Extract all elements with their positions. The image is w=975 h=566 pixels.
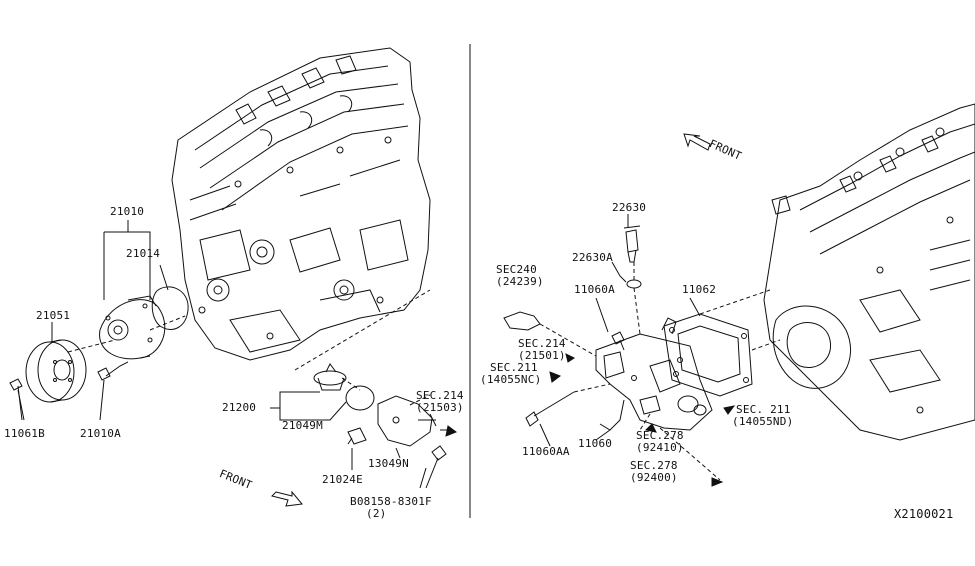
label-21024E: 21024E [322, 473, 363, 486]
label-21051: 21051 [36, 309, 71, 322]
gasket-21014 [151, 286, 189, 330]
label-sec214-left[interactable]: SEC.214 [416, 389, 464, 402]
label-sec211-right-ref: (14055ND) [732, 415, 794, 428]
gasket-21049M [345, 385, 375, 411]
thermostat-21200 [313, 363, 347, 391]
label-sec278-b[interactable]: SEC.278 [630, 459, 678, 472]
leader-11060A [595, 297, 609, 333]
left-engine-block [171, 47, 431, 361]
leader-13049N [395, 447, 401, 459]
leader-11060 [595, 429, 611, 441]
leader-11061B [17, 389, 25, 421]
label-21049M: 21049M [282, 419, 323, 432]
leader-11060AA [539, 423, 551, 447]
label-21010A: 21010A [80, 427, 121, 440]
label-21014: 21014 [126, 247, 161, 260]
label-sec278-a[interactable]: SEC.278 [636, 429, 684, 442]
bolt-21010A [97, 361, 129, 381]
label-sec211-right[interactable]: SEC. 211 [736, 403, 791, 416]
right-arrows [549, 353, 736, 487]
label-11060AA: 11060AA [522, 445, 570, 458]
label-bolt-08158: B08158-8301F [350, 495, 432, 508]
label-11062: 11062 [682, 283, 717, 296]
label-22630: 22630 [612, 201, 647, 214]
leader-21014 [159, 264, 169, 291]
front-arrow-left [271, 490, 303, 507]
sensor-22630 [623, 225, 641, 263]
bolt-08158 [425, 445, 447, 489]
front-arrow-right [683, 133, 711, 151]
left-leader-lines [67, 289, 431, 406]
leader-11062 [689, 297, 701, 317]
label-21010: 21010 [110, 205, 145, 218]
water-outlet-assembly [595, 317, 713, 431]
right-engine-block [763, 103, 975, 441]
label-sec240-ref: (24239) [496, 275, 544, 288]
washer-22630A [626, 279, 642, 289]
label-sec278-b-ref: (92400) [630, 471, 678, 484]
label-sec211-left-ref: (14055NC) [480, 373, 542, 386]
leader-22630A [611, 261, 627, 283]
label-sec214-left-ref: (21503) [416, 401, 464, 414]
leader-21200 [270, 391, 347, 421]
leader-21010A [99, 379, 105, 421]
label-sec211-left[interactable]: SEC.211 [490, 361, 538, 374]
leader-21010 [103, 220, 151, 300]
right-leader-lines [539, 262, 781, 481]
label-21200: 21200 [222, 401, 257, 414]
bracket-sec240 [503, 311, 541, 331]
diagram-id: X2100021 [894, 507, 954, 521]
label-sec214-right[interactable]: SEC.214 [518, 337, 566, 350]
clip-21024E [347, 427, 367, 445]
water-pump-21010 [99, 295, 166, 360]
label-bolt-qty: (2) [366, 507, 387, 520]
label-22630A: 22630A [572, 251, 613, 264]
label-11060A: 11060A [574, 283, 615, 296]
bolt-11060AA [525, 391, 575, 427]
label-sec278-a-ref: (92410) [636, 441, 684, 454]
bolt-11060A [611, 331, 625, 351]
label-13049N: 13049N [368, 457, 409, 470]
gasket-11062 [663, 313, 753, 397]
label-sec214-right-ref: (21501) [518, 349, 566, 362]
label-11060: 11060 [578, 437, 613, 450]
label-11061B: 11061B [4, 427, 45, 440]
housing-13049N [377, 395, 437, 447]
label-sec240[interactable]: SEC240 [496, 263, 537, 276]
leader-bolt [419, 467, 427, 489]
